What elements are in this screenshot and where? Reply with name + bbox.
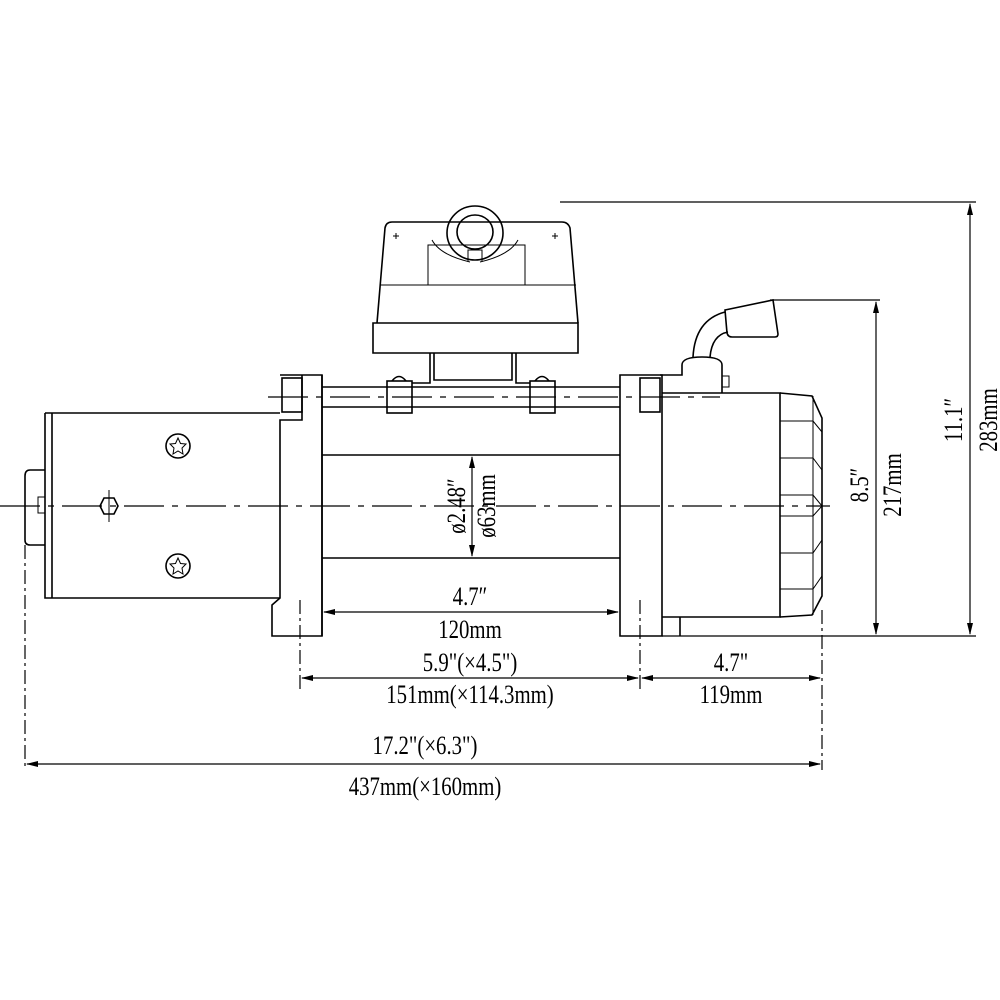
tie-rod — [268, 353, 720, 414]
drum-length-imperial: 4.7″ — [453, 583, 488, 612]
dimension-overall-height: 11.1″ 283mm — [560, 201, 1000, 637]
drum-diameter-metric: ø63mm — [473, 474, 502, 538]
hex-bolt-icon — [99, 490, 119, 522]
cable-fairlead-icon — [431, 205, 519, 263]
star-screw-icon — [165, 433, 191, 459]
star-screw-icon — [165, 553, 191, 579]
dimension-overall-length: 17.2"(×6.3") 437mm(×160mm) — [26, 732, 821, 802]
drum-length-metric: 120mm — [438, 616, 502, 645]
gear-housing — [662, 392, 823, 636]
dimension-drum-length: 4.7″ 120mm — [323, 583, 619, 645]
dimension-drum-diameter: ø2.48″ ø63mm — [443, 456, 502, 557]
drum — [0, 454, 830, 559]
drum-diameter-imperial: ø2.48″ — [443, 478, 472, 533]
dimension-gearbox-length: 4.7" 119mm — [641, 649, 821, 710]
mounting-length-metric: 151mm(×114.3mm) — [386, 681, 553, 710]
body-height-metric: 217mm — [879, 453, 908, 517]
body-height-imperial: 8.5″ — [846, 468, 875, 503]
gearbox-length-metric: 119mm — [700, 681, 763, 710]
overall-length-imperial: 17.2"(×6.3") — [373, 732, 478, 761]
overall-length-metric: 437mm(×160mm) — [349, 773, 502, 802]
overall-height-metric: 283mm — [975, 388, 1000, 452]
dimension-body-height: 8.5″ 217mm — [770, 299, 908, 635]
extension-lines — [24, 545, 823, 770]
power-cable-connector — [660, 299, 779, 393]
overall-height-imperial: 11.1″ — [940, 398, 969, 442]
dimension-mounting-length: 5.9"(×4.5") 151mm(×114.3mm) — [301, 649, 639, 710]
mounting-length-imperial: 5.9"(×4.5") — [423, 649, 518, 678]
control-box — [372, 205, 579, 354]
gearbox-length-imperial: 4.7" — [714, 649, 748, 678]
